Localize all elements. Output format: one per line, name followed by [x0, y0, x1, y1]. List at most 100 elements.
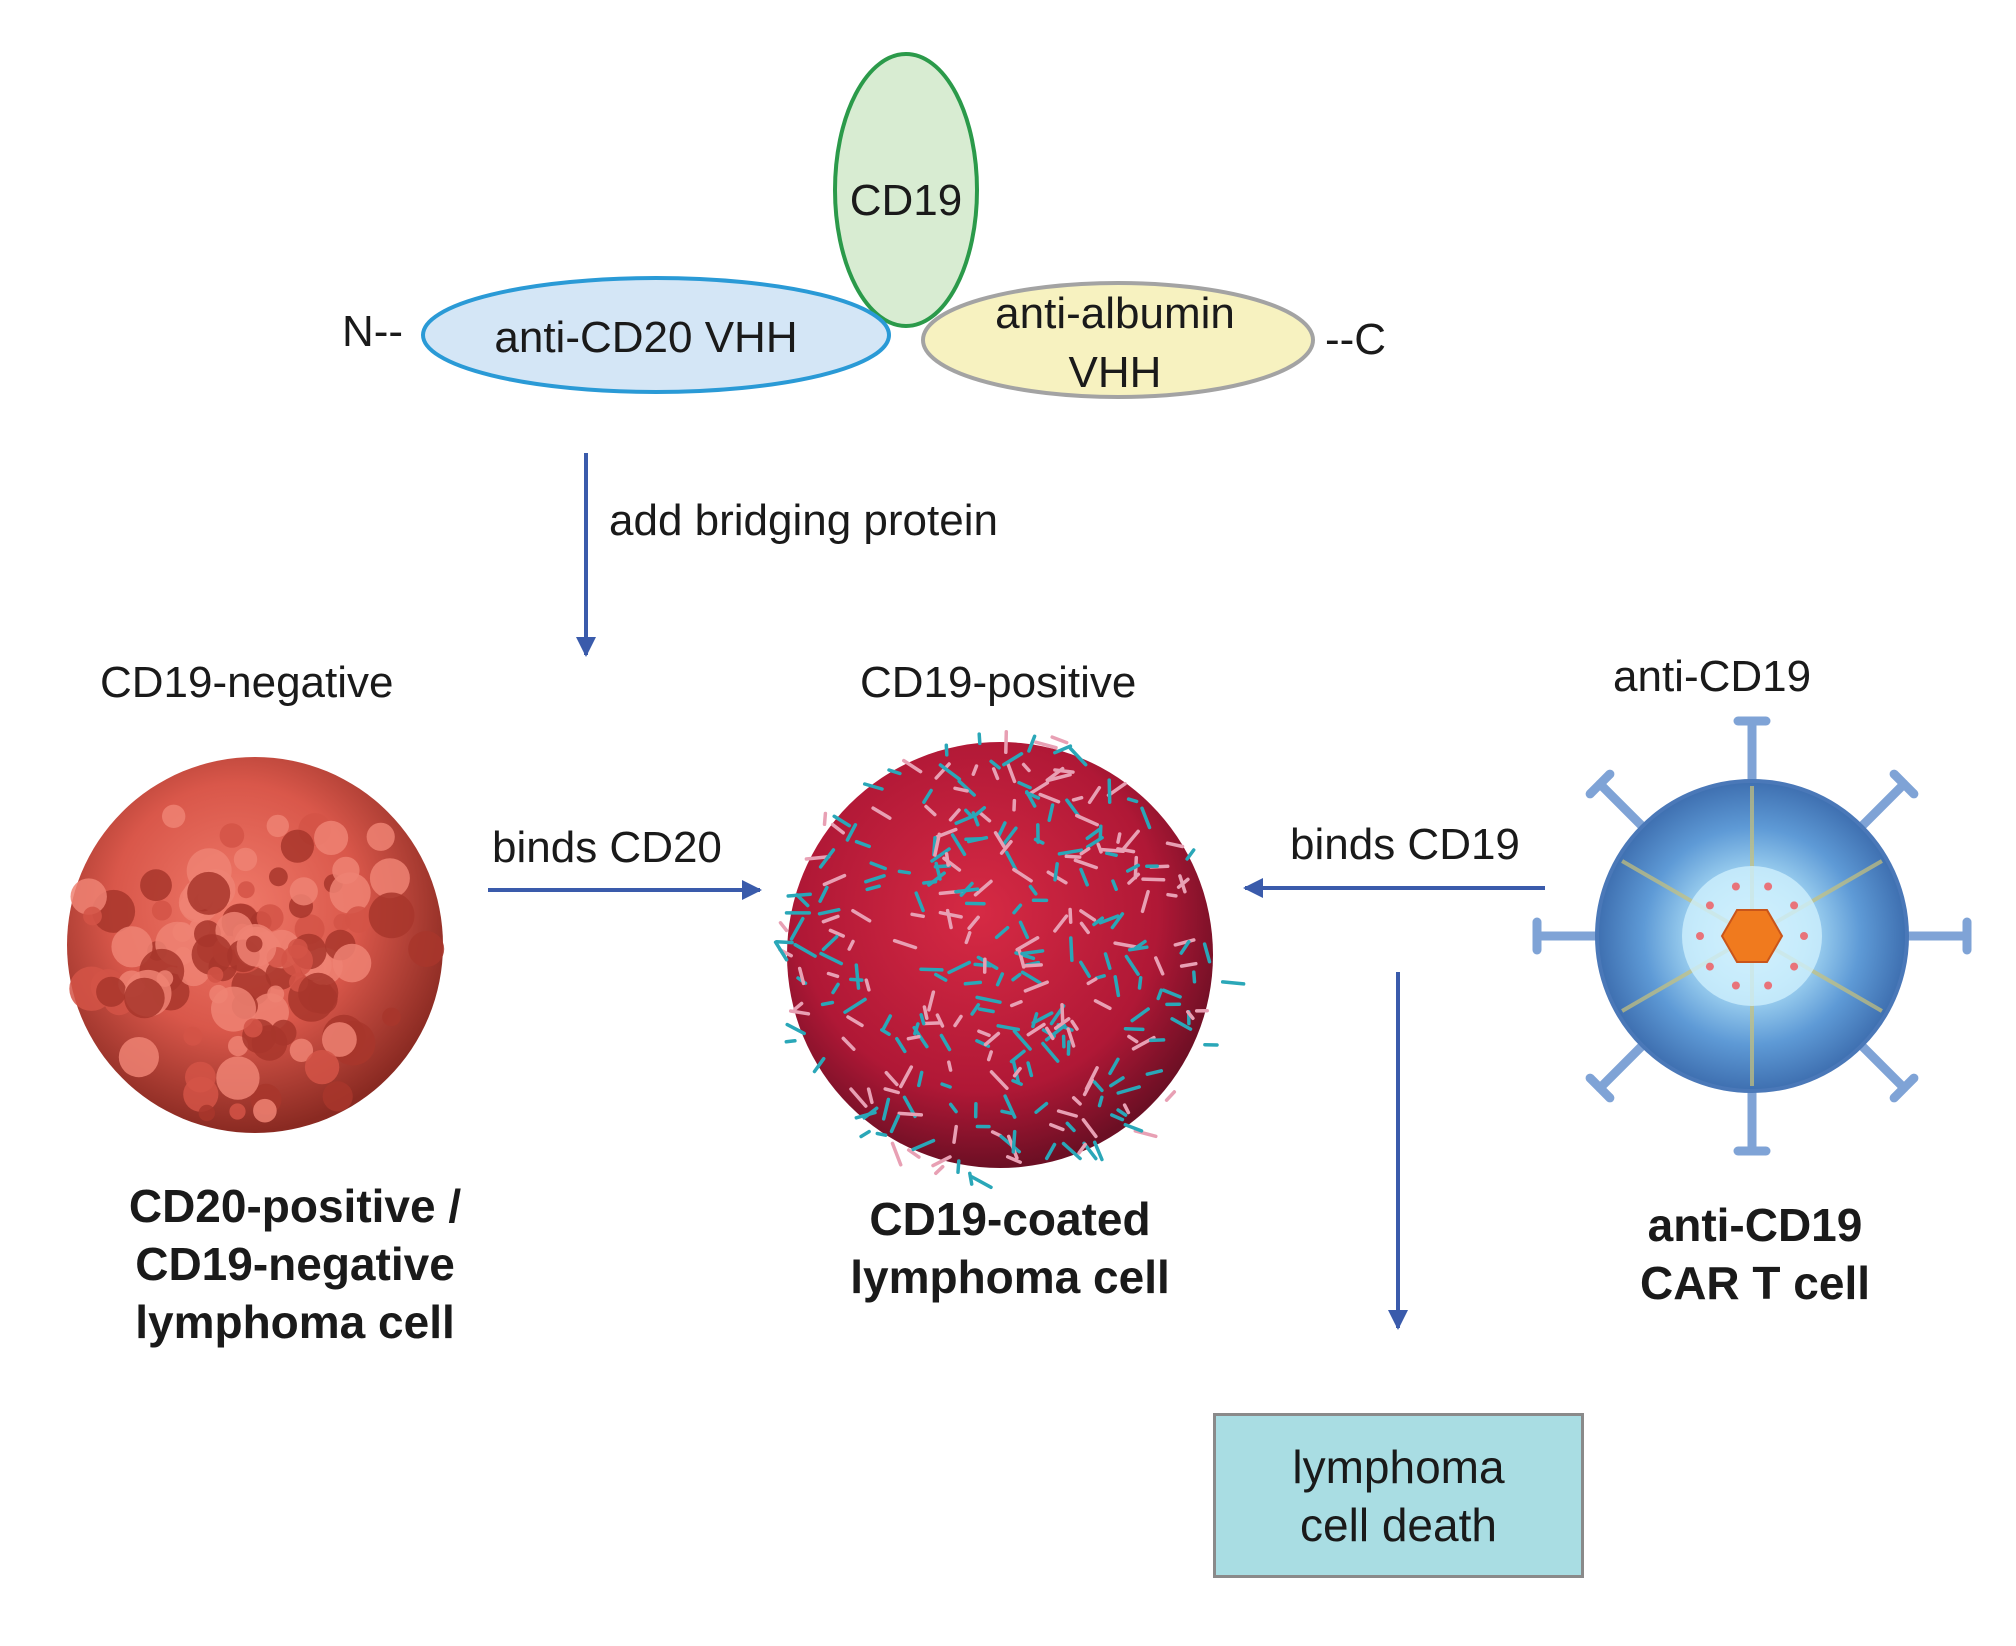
cd19-fragment — [1110, 1113, 1125, 1122]
cd19-domain-label: CD19 — [850, 176, 963, 225]
cd19-fragment — [975, 995, 1002, 1004]
cd19-fragment — [854, 1110, 877, 1120]
cd19-fragment — [1070, 1019, 1079, 1031]
cd19-fragment — [812, 1056, 826, 1074]
caption-line: CD20-positive / — [128, 1180, 462, 1232]
cd19-fragment — [1065, 1121, 1076, 1133]
cell-surface-bump — [70, 878, 107, 915]
cd19-fragment — [1097, 1095, 1104, 1108]
cd19-fragment — [854, 839, 871, 849]
cd19-fragment — [1202, 942, 1212, 964]
cd19-fragment — [831, 982, 840, 995]
car-t-cell-caption: anti-CD19 CAR T cell — [1605, 1196, 1905, 1312]
cd19-fragment — [1020, 970, 1042, 985]
cd19-fragment — [973, 962, 992, 968]
cd19-fragment — [1133, 1129, 1158, 1139]
cd19-fragment — [1046, 870, 1068, 885]
cd19-fragment — [964, 836, 984, 842]
cd19-fragment — [968, 1174, 993, 1190]
cd19-fragment — [1017, 780, 1032, 790]
cd19-fragment — [1026, 1061, 1034, 1078]
cd19-fragment — [1034, 740, 1058, 750]
cell-surface-bump — [83, 906, 102, 926]
cd19-fragment — [1053, 768, 1075, 774]
cell-surface-bump — [187, 871, 231, 915]
cd19-fragment — [1105, 851, 1118, 858]
cd19-fragment — [1034, 1101, 1049, 1114]
cd19-fragment — [1149, 1038, 1166, 1043]
cd19-fragment — [1005, 1155, 1022, 1164]
cd19-fragment — [1106, 781, 1127, 798]
cd19-fragment — [996, 821, 1007, 838]
cd19-fragment — [1050, 735, 1069, 745]
cd19-negative-lymphoma-cell-image — [67, 757, 445, 1133]
cd19-fragment — [1092, 1080, 1104, 1093]
cd19-fragment — [993, 831, 1006, 849]
cell-surface-bump — [198, 1104, 215, 1122]
cd19-fragment — [1075, 813, 1099, 827]
cd19-fragment — [964, 931, 972, 945]
cd19-fragment — [922, 1021, 943, 1026]
cell-surface-bump — [229, 1103, 246, 1120]
caption-line: lymphoma cell — [135, 1296, 455, 1348]
cd19-fragment — [864, 978, 871, 992]
cd19-fragment — [887, 768, 902, 776]
cd19-fragment — [1126, 797, 1139, 804]
cd19-fragment — [1028, 884, 1038, 896]
cd19-fragment — [784, 1039, 797, 1044]
caption-line: CAR T cell — [1639, 1257, 1871, 1309]
cd19-fragment — [1116, 847, 1136, 854]
cd19-fragment — [1110, 912, 1125, 930]
cell-surface-bump — [332, 943, 372, 983]
cd19-fragment — [995, 972, 1005, 987]
cell-surface-bump — [243, 1018, 263, 1038]
cd19-domain — [833, 52, 979, 328]
cd19-fragment — [1123, 1026, 1145, 1032]
cd19-fragment — [977, 1029, 991, 1037]
cd19-fragment — [849, 1087, 868, 1108]
cd19-fragment — [1096, 842, 1103, 854]
cd19-fragment — [1124, 954, 1140, 976]
cd19-fragment — [1107, 778, 1112, 804]
cd19-fragment — [1109, 1076, 1125, 1088]
cd19-fragment — [970, 1003, 981, 1016]
cd19-fragment — [871, 806, 892, 820]
cd19-fragment — [911, 1138, 936, 1152]
cd19-fragment — [1108, 1057, 1120, 1076]
cd19-fragment — [1068, 746, 1088, 767]
cell-surface-bump — [156, 970, 174, 987]
cell-surface-bump — [185, 1061, 216, 1093]
cd19-fragment — [864, 874, 886, 884]
cd19-fragment — [1012, 1029, 1032, 1051]
cell-surface-bump — [322, 1081, 353, 1112]
cd19-fragment — [952, 1124, 958, 1144]
cd19-fragment — [964, 808, 974, 819]
cd19-fragment — [892, 938, 918, 950]
cd19-fragment — [1165, 841, 1185, 849]
cd19-fragment — [1071, 1096, 1082, 1106]
cd19-fragment — [1116, 1085, 1141, 1095]
cd19-fragment — [983, 1031, 1001, 1047]
anti-cd19-top-label: anti-CD19 — [1613, 652, 1812, 701]
cd19-fragment — [793, 942, 817, 958]
cd19-fragment — [890, 1141, 903, 1167]
caption-line: CD19-coated — [869, 1193, 1151, 1245]
cd19-fragment — [785, 1022, 806, 1036]
cd19-fragment — [940, 1082, 952, 1089]
granule-dot — [1705, 962, 1714, 971]
cd19-fragment — [1012, 1066, 1022, 1078]
cd19-fragment — [1002, 752, 1024, 767]
cd19-fragment — [902, 758, 923, 774]
cd19-fragment — [934, 861, 942, 881]
cell-surface-bump — [233, 847, 258, 872]
caption-line: anti-CD19 — [1647, 1199, 1863, 1251]
cd19-fragment — [991, 767, 1000, 781]
cell-surface-bump — [118, 1037, 159, 1078]
cd19-fragment — [1012, 867, 1033, 883]
cell-surface-bump — [266, 814, 289, 838]
cell-surface-bump — [151, 900, 172, 921]
cell-surface-bump — [280, 829, 314, 863]
cell-surface-bump — [256, 904, 284, 932]
binds-cd20-label: binds CD20 — [492, 823, 722, 872]
cd19-fragment — [944, 743, 949, 757]
